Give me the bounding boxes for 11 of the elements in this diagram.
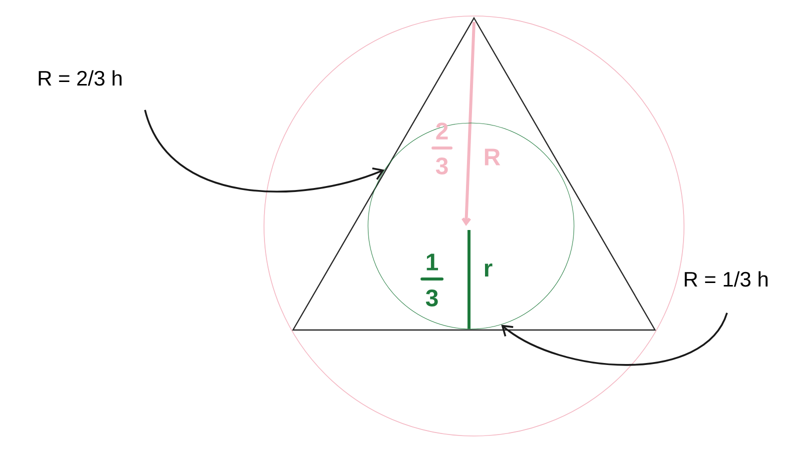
- curved-arrow: [501, 312, 728, 366]
- curved-arrow: [144, 110, 384, 192]
- handwritten-label: 3: [436, 158, 448, 175]
- handwritten-label: R: [484, 148, 500, 166]
- handwritten-label: 3: [426, 290, 438, 307]
- formula-label: R = 2/3 h: [35, 68, 125, 88]
- incircle: [368, 122, 574, 330]
- formula-label: R = 1/3 h: [681, 269, 771, 289]
- handwritten-label: 2: [436, 122, 448, 140]
- handwritten-label: 1: [426, 254, 438, 270]
- handwritten-label: r: [484, 264, 492, 276]
